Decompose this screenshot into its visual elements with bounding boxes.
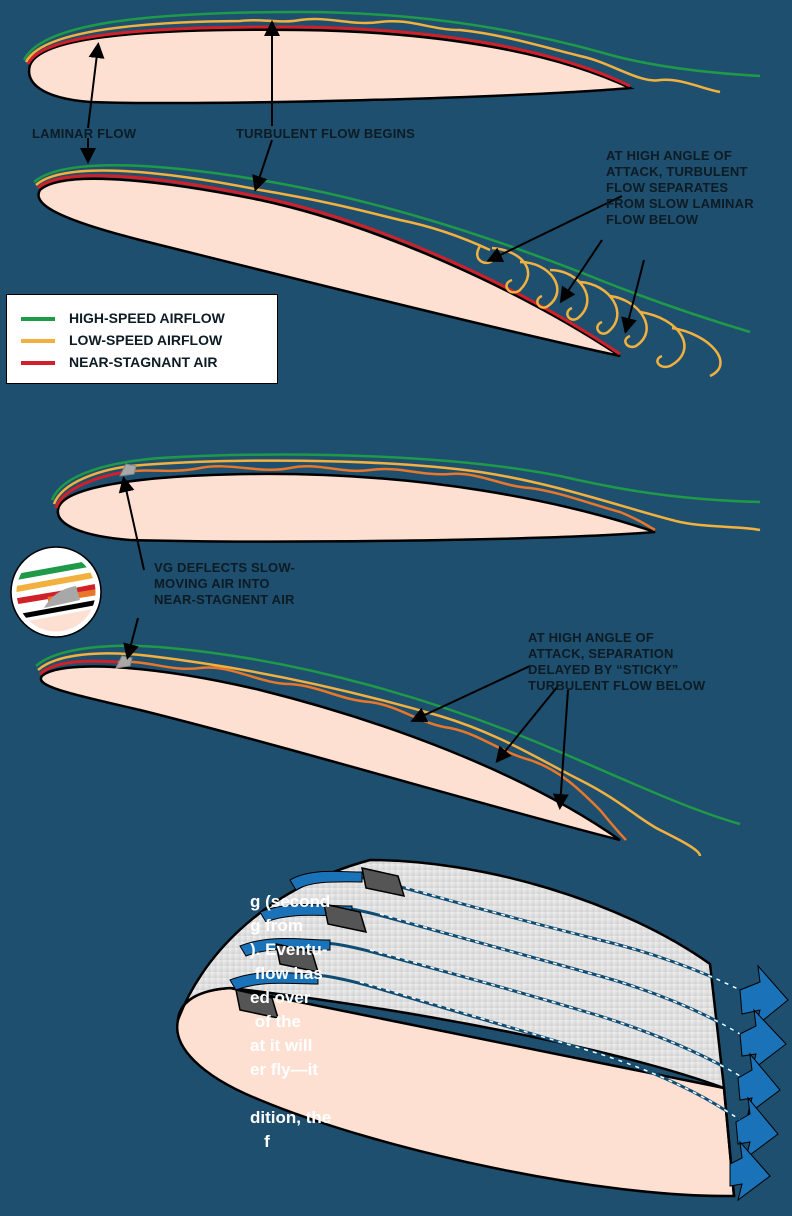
body-text-line: f bbox=[244, 1130, 374, 1154]
label-vg-deflects: VG DEFLECTS SLOW- MOVING AIR INTO NEAR-S… bbox=[154, 560, 295, 608]
body-text-line: flow has bbox=[244, 962, 374, 986]
airfoil-1-group bbox=[24, 12, 760, 103]
body-text-line: g from bbox=[244, 914, 374, 938]
legend-swatch-low-speed bbox=[21, 339, 55, 343]
vg-detail-inset bbox=[0, 547, 110, 640]
body-text-line: g (second bbox=[244, 890, 374, 914]
wing-outflow-arrows bbox=[730, 966, 788, 1200]
legend-label-near-stagnant: NEAR-STAGNANT AIR bbox=[69, 354, 218, 370]
legend-swatch-high-speed bbox=[21, 317, 55, 321]
airfoil-3 bbox=[58, 474, 655, 542]
body-text-line: er fly—it bbox=[244, 1058, 374, 1082]
body-text-line: of the bbox=[244, 1010, 374, 1034]
airfoil-1 bbox=[29, 30, 630, 103]
legend: HIGH-SPEED AIRFLOW LOW-SPEED AIRFLOW NEA… bbox=[6, 294, 278, 384]
label-turbulent-separation: AT HIGH ANGLE OF ATTACK, TURBULENT FLOW … bbox=[606, 148, 792, 228]
label-laminar-flow: LAMINAR FLOW bbox=[32, 126, 136, 142]
legend-swatch-near-stagnant bbox=[21, 361, 55, 365]
body-text-line: ed over bbox=[244, 986, 374, 1010]
legend-label-high-speed: HIGH-SPEED AIRFLOW bbox=[69, 310, 225, 326]
body-text-line: ). Eventu- bbox=[244, 938, 374, 962]
airfoil-3-vortex-generator bbox=[120, 464, 136, 476]
label-separation-delayed: AT HIGH ANGLE OF ATTACK, SEPARATION DELA… bbox=[528, 630, 705, 694]
legend-label-low-speed: LOW-SPEED AIRFLOW bbox=[69, 332, 222, 348]
body-text-line bbox=[244, 1082, 374, 1106]
body-text-line: dition, the bbox=[244, 1106, 374, 1130]
label-turbulent-flow-begins: TURBULENT FLOW BEGINS bbox=[236, 126, 415, 142]
airfoil-3-group bbox=[52, 455, 760, 542]
body-text-line: at it will bbox=[244, 1034, 374, 1058]
